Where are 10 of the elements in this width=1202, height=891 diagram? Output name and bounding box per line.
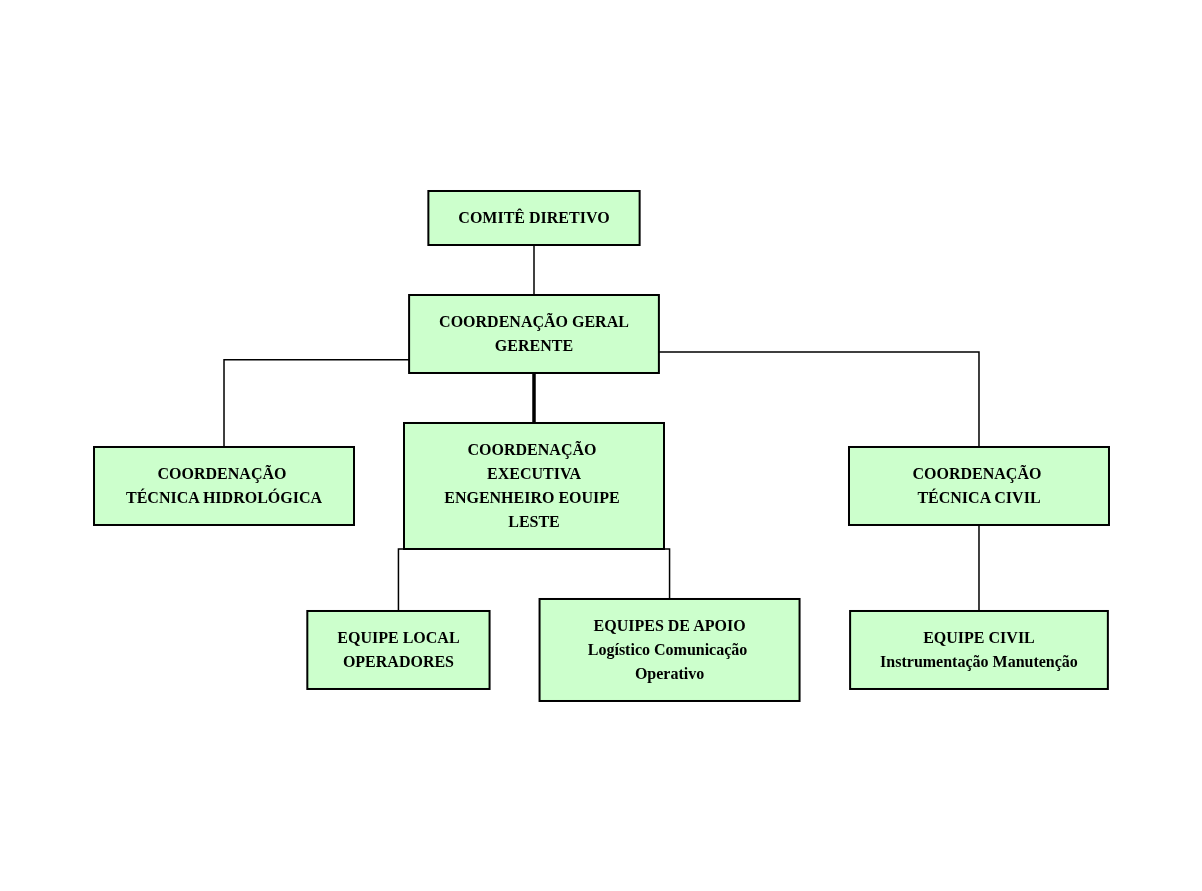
connector — [977, 523, 980, 612]
connector — [532, 243, 535, 296]
node-box: COORDENAÇÃO TÉCNICA HIDROLÓGICA — [92, 445, 355, 526]
node-box: COMITÊ DIRETIVO — [426, 189, 641, 246]
node-box: EQUIPES DE APOIO Logístico Comunicação Operativo — [538, 597, 801, 702]
node-box: EQUIPE CIVIL Instrumentação Manutenção — [848, 609, 1109, 690]
node-box: COORDENAÇÃO GERAL GERENTE — [407, 293, 660, 374]
node-box: COORDENAÇÃO TÉCNICA CIVIL — [847, 445, 1110, 526]
node-box: COORDENAÇÃO EXECUTIVA ENGENHEIRO EOUIPE LESTE — [402, 421, 665, 550]
node-box: EQUIPE LOCAL OPERADORES — [305, 609, 491, 690]
